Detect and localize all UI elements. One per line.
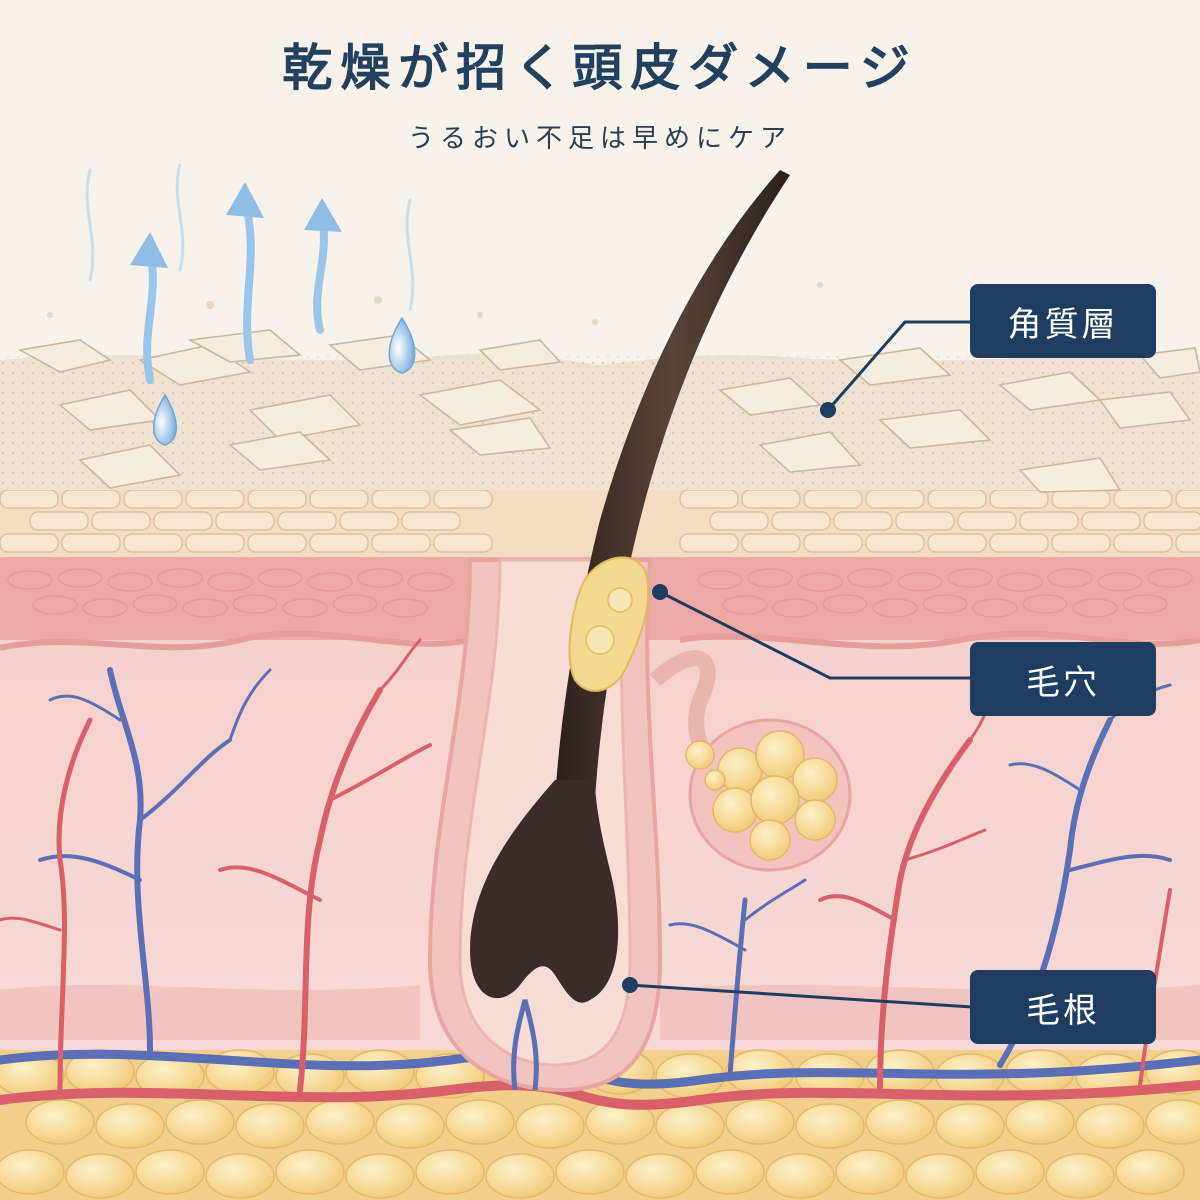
- label-hair-root-text: 毛根: [1026, 990, 1100, 1031]
- moisture-arrowheads: [130, 182, 342, 268]
- label-pore: 毛穴: [970, 642, 1156, 716]
- hair-bulb: [470, 780, 619, 1003]
- floating-particles: [47, 282, 823, 325]
- basal-cells: [0, 489, 1200, 553]
- lower-dermis-band: [0, 985, 420, 1040]
- leader-lines: [629, 320, 973, 1009]
- label-hair-root: 毛根: [970, 970, 1156, 1044]
- skin-flakes: [17, 329, 1200, 493]
- water-drop-icon: [388, 316, 416, 374]
- water-drop-icon: [153, 393, 177, 446]
- arteries: [0, 638, 1200, 1110]
- label-stratum-corneum-text: 角質層: [1007, 304, 1119, 345]
- epidermal-cells: [7, 568, 1193, 618]
- sebum-blob: [607, 587, 633, 613]
- label-pore-text: 毛穴: [1026, 662, 1100, 703]
- dermal-papilla-line: [0, 630, 471, 651]
- page-title: 乾燥が招く頭皮ダメージ: [282, 38, 918, 97]
- label-stratum-corneum: 角質層: [970, 284, 1156, 358]
- leader-dots: [622, 402, 836, 993]
- sebaceous-cells: [685, 730, 838, 861]
- page-subtitle: うるおい不足は早めにケア: [407, 124, 792, 154]
- root-capillary: [511, 999, 539, 1091]
- sebum-blob: [585, 625, 615, 655]
- vapor-lines: [85, 163, 415, 312]
